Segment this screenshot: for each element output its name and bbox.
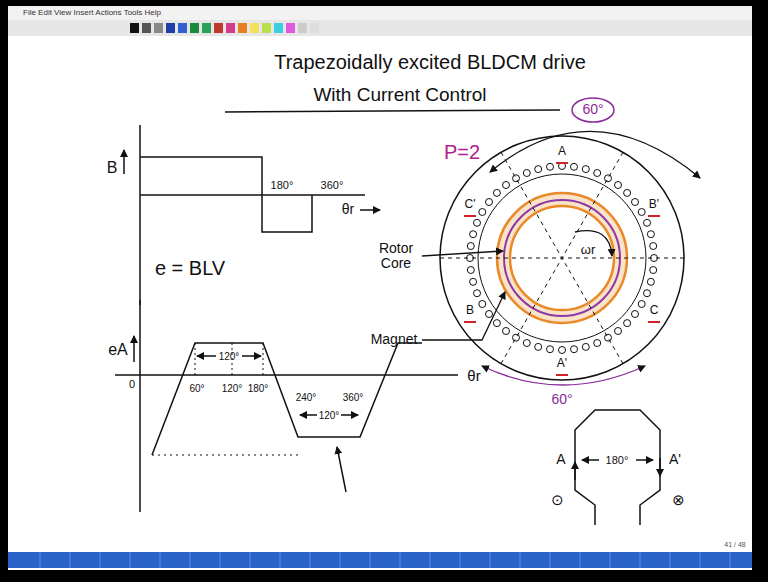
stator-slot bbox=[638, 209, 645, 216]
stator-slot bbox=[605, 175, 612, 182]
slide-title: Trapezoidally excited BLDCM drive bbox=[274, 51, 586, 74]
current-symbol: ⊗ bbox=[672, 492, 685, 509]
stator-slot bbox=[638, 301, 645, 308]
span-label: 120° bbox=[219, 351, 240, 362]
stator-slot bbox=[582, 343, 589, 350]
stator-slot bbox=[467, 243, 474, 250]
page-number: 41 / 48 bbox=[724, 541, 745, 549]
stator-slot bbox=[624, 189, 631, 196]
menu-text: File Edit View Insert Actions Tools Help bbox=[23, 9, 161, 18]
stator-slot bbox=[632, 311, 639, 318]
stator-slot bbox=[479, 301, 486, 308]
stator-slot bbox=[470, 231, 477, 238]
axis-label: eA bbox=[108, 341, 128, 359]
slide-page bbox=[8, 6, 752, 570]
back-emf-plot bbox=[115, 300, 458, 512]
stator-slot bbox=[547, 163, 554, 170]
stator-slot bbox=[632, 199, 639, 206]
stator-slot bbox=[513, 334, 520, 341]
axis-label: θr bbox=[342, 202, 354, 217]
stator-slot bbox=[594, 340, 601, 347]
stator-slot bbox=[535, 166, 542, 173]
phase-label: A' bbox=[557, 357, 567, 370]
stator-slot bbox=[493, 320, 500, 327]
stator-slot bbox=[624, 320, 631, 327]
stator-slot bbox=[615, 182, 622, 189]
motor-section bbox=[422, 98, 700, 385]
stator-slot bbox=[523, 340, 530, 347]
stator-slot bbox=[479, 209, 486, 216]
menu-bar bbox=[8, 6, 752, 20]
flux-plot bbox=[124, 125, 380, 305]
stator-slot bbox=[547, 346, 554, 353]
phase-label: A bbox=[558, 145, 566, 158]
stator-slot bbox=[647, 231, 654, 238]
phase-label: B bbox=[466, 304, 474, 317]
stator-slot bbox=[647, 278, 654, 285]
coil-sketch bbox=[575, 410, 660, 525]
stator-slot bbox=[503, 328, 510, 335]
coil-side: A bbox=[556, 452, 565, 467]
stator-slot bbox=[615, 328, 622, 335]
tick-label: 180° bbox=[271, 179, 294, 191]
subtitle: With Current Control bbox=[313, 85, 486, 106]
tool-bar bbox=[8, 20, 752, 36]
coil-side: A' bbox=[669, 452, 681, 467]
status-bar bbox=[8, 552, 752, 568]
part-name: Rotor Core bbox=[373, 241, 419, 272]
part-name: Magnet bbox=[371, 332, 418, 347]
stator-slot bbox=[523, 170, 530, 177]
pole-note: P=2 bbox=[444, 141, 480, 163]
equation: e = BLV bbox=[155, 257, 225, 279]
stator-slot bbox=[503, 182, 510, 189]
tick-label: 360° bbox=[321, 179, 344, 191]
angle-label: 60° bbox=[582, 102, 603, 117]
stator-slot bbox=[594, 170, 601, 177]
span-label: 180° bbox=[606, 454, 629, 466]
tick-label: 120° bbox=[222, 383, 243, 394]
stator-slot bbox=[644, 290, 651, 297]
stator-slot bbox=[582, 166, 589, 173]
stator-slot bbox=[470, 278, 477, 285]
stator-slot bbox=[571, 346, 578, 353]
phase-label: C bbox=[650, 304, 659, 317]
stator-slot bbox=[513, 175, 520, 182]
stator-slot bbox=[467, 267, 474, 274]
stator-slot bbox=[493, 189, 500, 196]
axis-label: B bbox=[107, 159, 118, 177]
stator-slot bbox=[474, 290, 481, 297]
tick-label: 240° bbox=[296, 392, 317, 403]
stator-slot bbox=[486, 199, 493, 206]
stator-slot bbox=[644, 219, 651, 226]
tool-swatches bbox=[130, 23, 319, 33]
speed-label: ωr bbox=[581, 243, 595, 257]
tick-label: 0 bbox=[129, 378, 135, 390]
tick-label: 180° bbox=[248, 383, 269, 394]
stator-slot bbox=[559, 347, 566, 354]
stator-slot bbox=[650, 267, 657, 274]
stator-slot bbox=[571, 163, 578, 170]
angle-label: 60° bbox=[551, 392, 572, 407]
status-ticks bbox=[40, 552, 730, 568]
phase-label: C' bbox=[465, 198, 476, 211]
stator-slot bbox=[535, 343, 542, 350]
current-symbol: ⊙ bbox=[551, 492, 564, 509]
tick-label: 60° bbox=[189, 383, 204, 394]
title-underline bbox=[225, 110, 560, 112]
stator-slot bbox=[486, 311, 493, 318]
phase-label: B' bbox=[649, 198, 659, 211]
stator-slot bbox=[650, 243, 657, 250]
stator-slot bbox=[605, 334, 612, 341]
axis-label: θr bbox=[467, 368, 480, 385]
tick-label: 360° bbox=[343, 392, 364, 403]
span-label: 120° bbox=[319, 410, 340, 421]
stator-slot bbox=[474, 219, 481, 226]
